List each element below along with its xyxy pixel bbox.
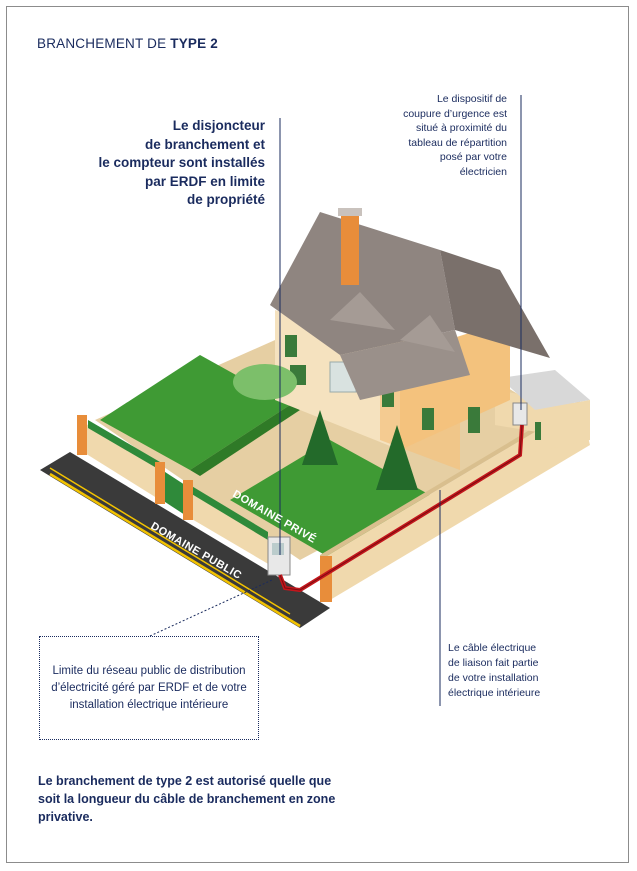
emergency-cutoff-box [512, 402, 528, 426]
page-title: BRANCHEMENT DE TYPE 2 [37, 36, 218, 51]
tree-right [376, 425, 418, 490]
meter-callout: Le disjoncteur de branchement et le comp… [98, 118, 265, 207]
footer-note: Le branchement de type 2 est autorisé qu… [38, 774, 336, 824]
chimney [341, 215, 359, 285]
meter-box [267, 536, 291, 576]
bush [233, 364, 297, 400]
street-marking [49, 472, 301, 628]
emergency-cutoff-callout: Le dispositif de coupure d’urgence est s… [403, 93, 507, 178]
tree-left [302, 410, 338, 465]
page-frame [6, 6, 629, 863]
network-limit-box: Limite du réseau public de distribution … [39, 636, 259, 740]
roof [270, 212, 455, 355]
side-wall [320, 405, 590, 600]
garage [500, 370, 590, 410]
gate [162, 470, 185, 515]
cable-callout: Le câble électrique de liaison fait part… [448, 642, 541, 699]
front-fence [80, 420, 160, 500]
street [40, 452, 330, 628]
